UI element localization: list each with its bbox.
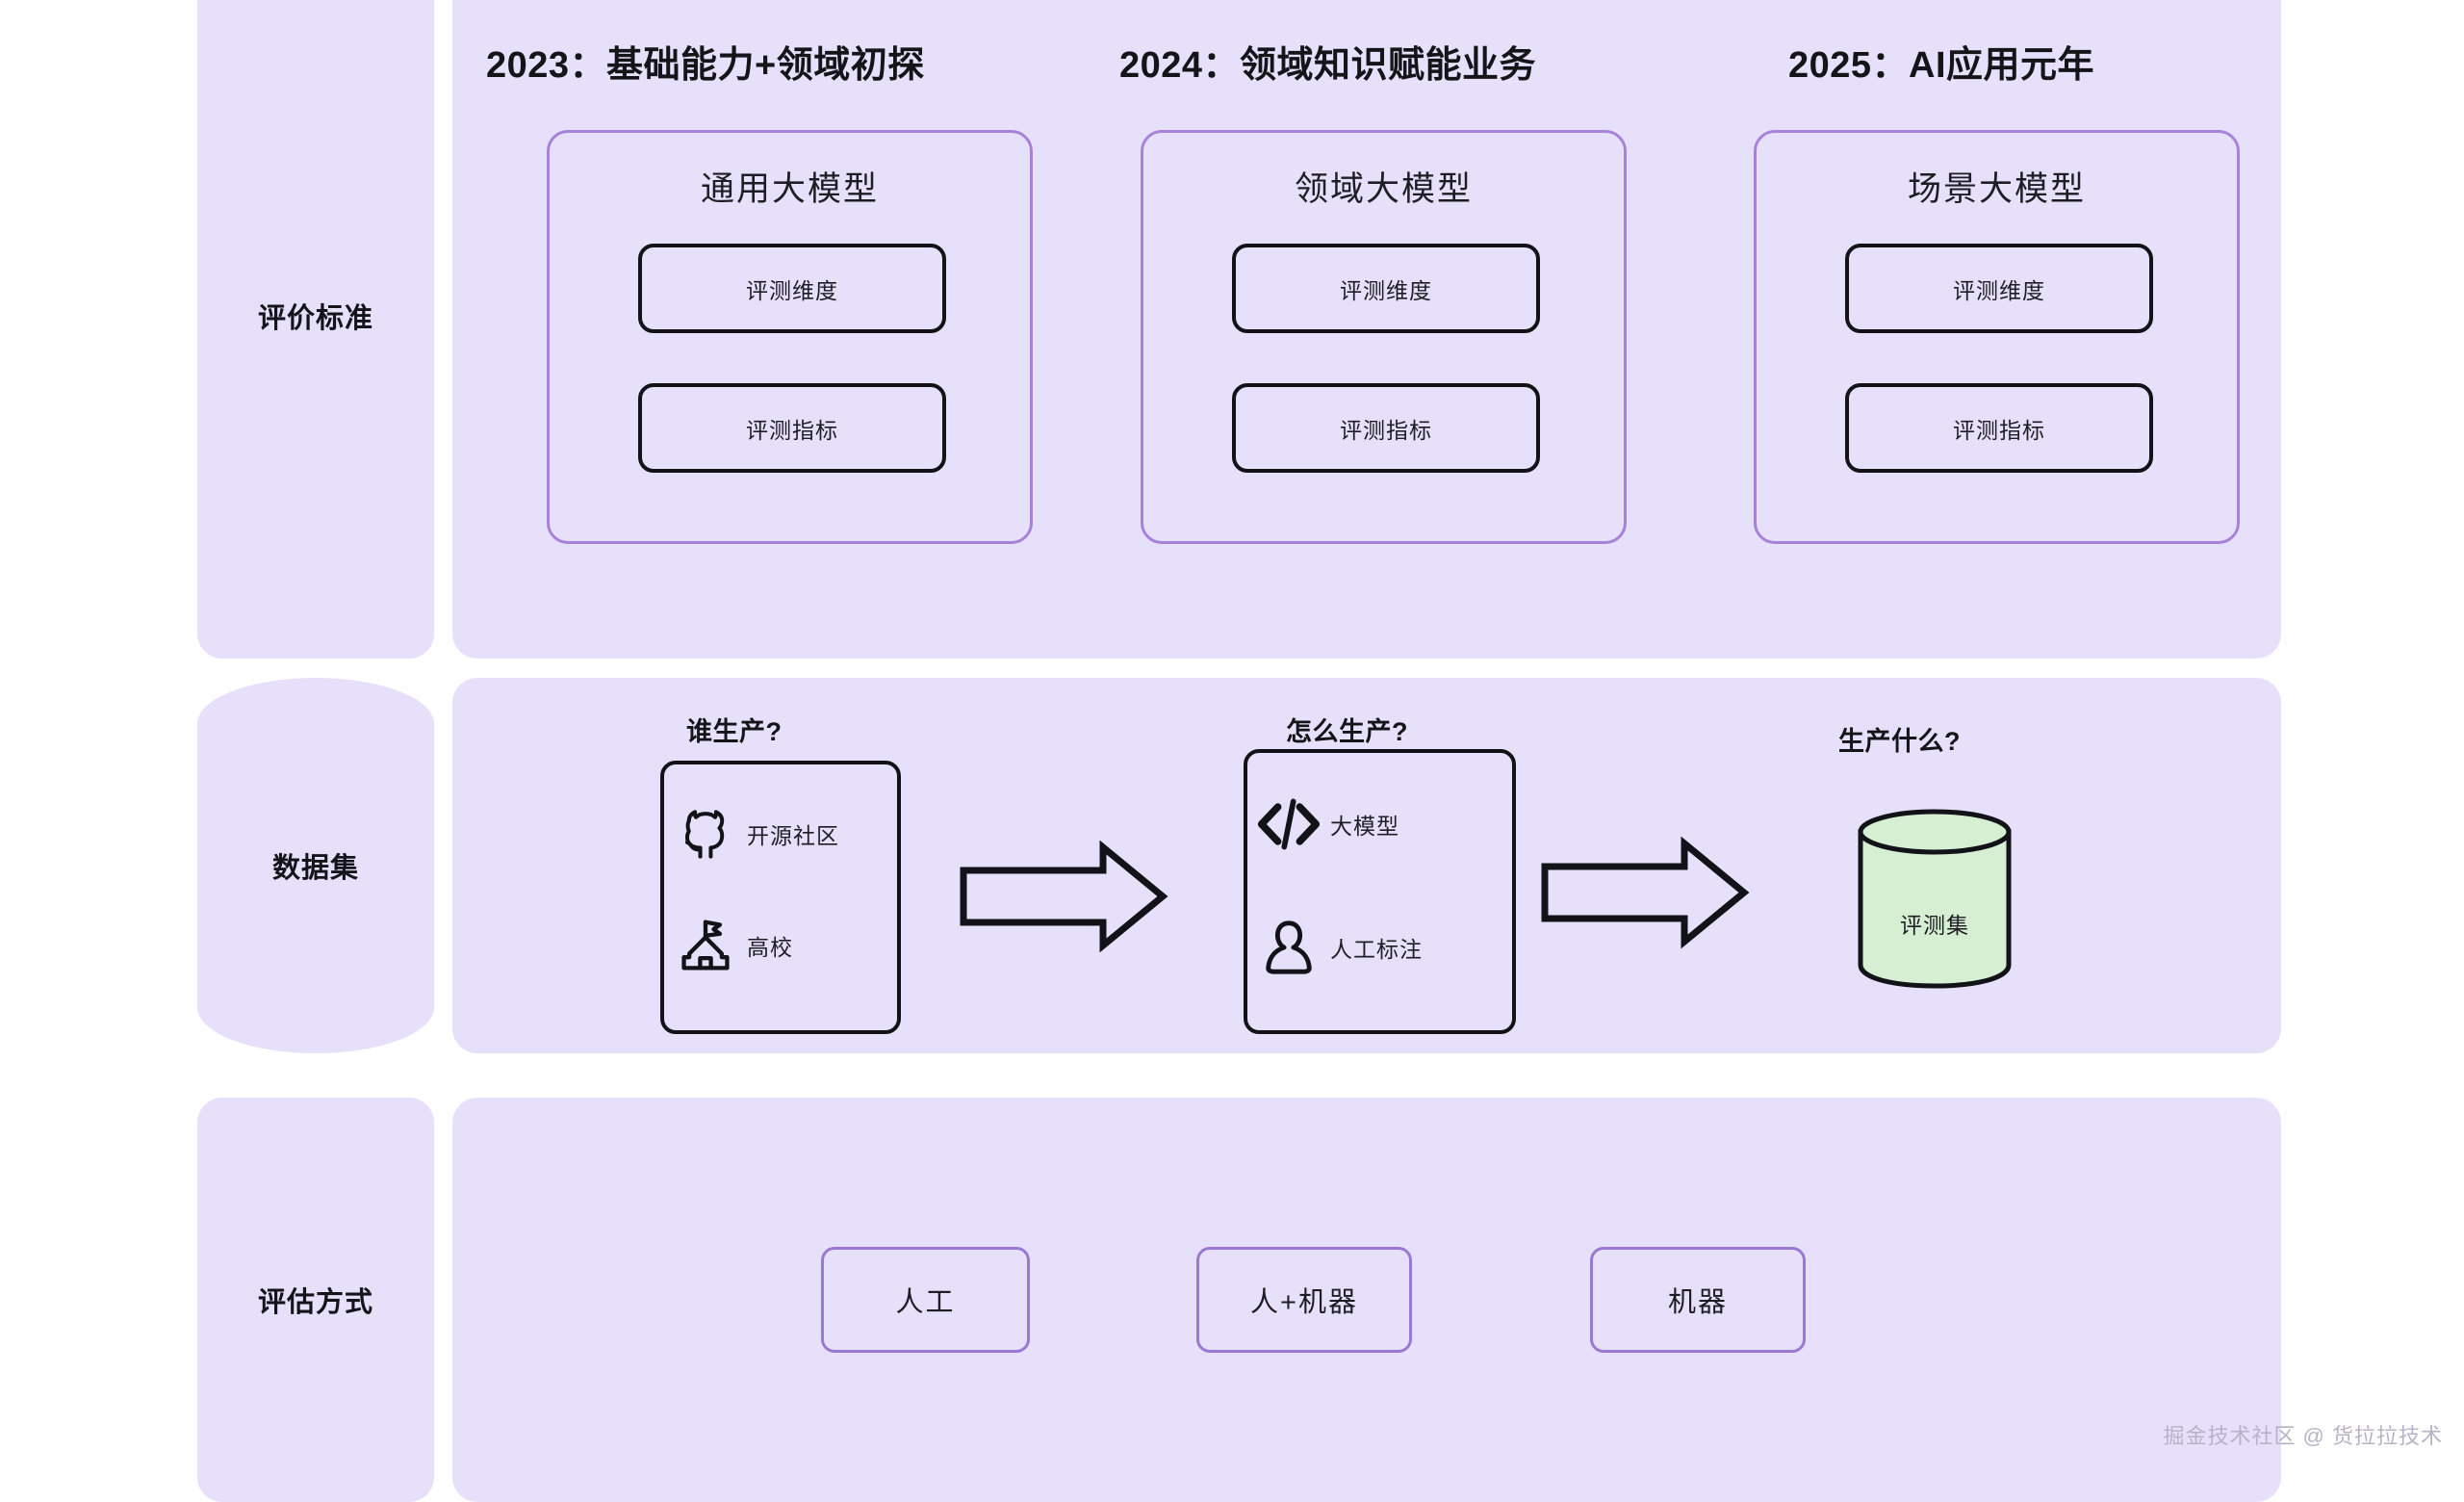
era-header-2025: 2025：AI应用元年: [1788, 45, 2095, 86]
era-card-general-model[interactable]: 通用大模型 评测维度 评测指标: [547, 130, 1033, 544]
metric-indicator-box[interactable]: 评测指标: [1845, 383, 2153, 473]
eval-option-manual[interactable]: 人工: [821, 1247, 1030, 1353]
block-arrow-right-icon: [959, 840, 1168, 958]
method-label: 人工标注: [1330, 937, 1423, 962]
producer-row-university: 高校: [664, 899, 897, 992]
era-card-scenario-model[interactable]: 场景大模型 评测维度 评测指标: [1754, 130, 2240, 544]
era-card-title: 通用大模型: [700, 170, 879, 208]
code-brackets-icon: [1247, 794, 1330, 854]
metric-indicator-box[interactable]: 评测指标: [638, 383, 946, 473]
eval-option-machine[interactable]: 机器: [1590, 1247, 1806, 1353]
metric-dimension-box[interactable]: 评测维度: [638, 244, 946, 333]
question-how-produced: 怎么生产?: [1286, 717, 1408, 746]
row-label-dataset: 数据集: [197, 678, 434, 1053]
row-label-text: 评估方式: [257, 1287, 373, 1318]
producer-label: 开源社区: [747, 823, 839, 848]
era-header-2023: 2023：基础能力+领域初探: [486, 45, 925, 86]
eval-option-human-plus-machine[interactable]: 人+机器: [1196, 1247, 1412, 1353]
metric-indicator-box[interactable]: 评测指标: [1232, 383, 1540, 473]
producers-box[interactable]: 开源社区 高校: [660, 761, 901, 1034]
row-label-text: 评价标准: [257, 303, 373, 334]
era-card-domain-model[interactable]: 领域大模型 评测维度 评测指标: [1141, 130, 1627, 544]
era-card-title: 领域大模型: [1294, 170, 1473, 208]
producer-label: 高校: [747, 935, 793, 960]
era-card-title: 场景大模型: [1907, 170, 2086, 208]
production-methods-box[interactable]: 大模型 人工标注: [1244, 749, 1516, 1034]
evaluation-method-panel: [452, 1098, 2281, 1502]
row-label-text: 数据集: [271, 853, 359, 884]
metric-dimension-box[interactable]: 评测维度: [1845, 244, 2153, 333]
question-who-produces: 谁生产?: [686, 717, 783, 746]
database-cylinder-icon: [1855, 807, 2015, 990]
era-header-2024: 2024：领域知识赋能业务: [1119, 45, 1537, 86]
university-icon: [664, 918, 747, 973]
method-row-llm: 大模型: [1247, 774, 1512, 874]
question-what-produced: 生产什么?: [1838, 727, 1961, 756]
row-label-evaluation-criteria: 评价标准: [197, 0, 434, 659]
github-icon: [664, 806, 747, 862]
person-icon: [1247, 918, 1330, 977]
row-label-evaluation-method: 评估方式: [197, 1098, 434, 1502]
producer-row-open-source: 开源社区: [664, 788, 897, 880]
metric-dimension-box[interactable]: 评测维度: [1232, 244, 1540, 333]
method-row-human-annotation: 人工标注: [1247, 897, 1512, 997]
block-arrow-right-icon: [1540, 836, 1750, 954]
watermark: 掘金技术社区 @ 货拉拉技术: [2163, 1424, 2443, 1448]
output-label: 评测集: [1900, 913, 1969, 938]
method-label: 大模型: [1330, 814, 1399, 839]
